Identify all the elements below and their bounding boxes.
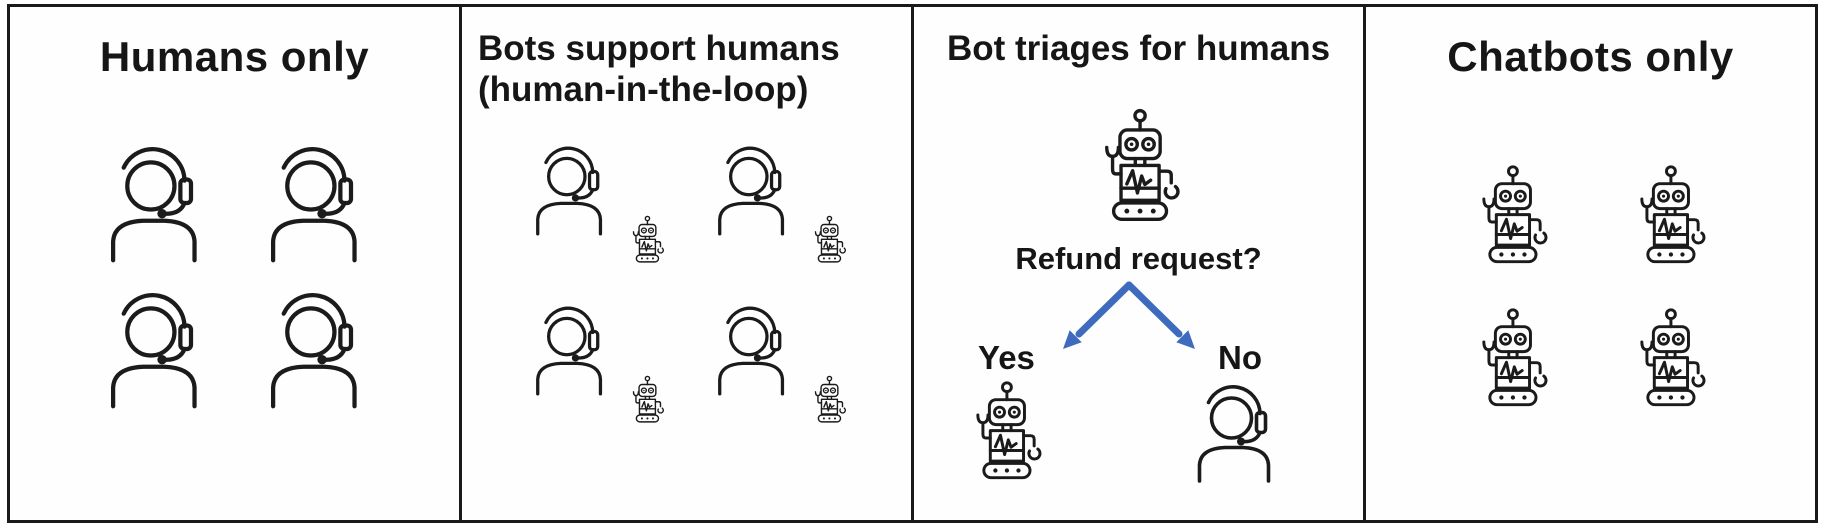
human-agent-icon [702, 122, 802, 262]
robot-icon [624, 206, 670, 274]
robot-icon [806, 366, 852, 434]
human-bot-pair [702, 282, 854, 434]
panel-title: Bot triages for humans [946, 29, 1331, 68]
panel-title: Chatbots only [1447, 33, 1734, 80]
triage-robot-icon [1084, 103, 1194, 231]
human-agent-icon [86, 147, 224, 265]
no-label: No [1218, 339, 1262, 376]
panel-bot-triages: Bot triages for humans Refund request? Y… [911, 7, 1363, 520]
robot-icon [1622, 296, 1718, 422]
robot-icon [1464, 153, 1560, 279]
human-agent-icon [86, 293, 224, 411]
panel-title-line1: Bots support humans [478, 29, 840, 68]
robot-icon [1622, 153, 1718, 279]
robot-icon [1464, 296, 1560, 422]
panel-chatbots-only: Chatbots only [1363, 7, 1815, 520]
human-agent-icon [246, 147, 384, 265]
panel-humans-only: Humans only [10, 7, 459, 520]
human-agent-icon [520, 282, 620, 422]
robot-icon [958, 369, 1054, 495]
yes-label: Yes [978, 339, 1035, 376]
robot-icon [624, 366, 670, 434]
human-agent-icon [246, 293, 384, 411]
panel-title-line2: (human-in-the-loop) [478, 69, 809, 109]
panel-title: Humans only [99, 33, 370, 80]
human-agent-icon [702, 282, 802, 422]
human-bot-pair [520, 282, 672, 434]
diagram-frame: Humans only Bots support humans (human-i… [7, 4, 1818, 523]
chatbots-grid [1366, 153, 1815, 422]
panel-bots-support-humans: Bots support humans (human-in-the-loop) [459, 7, 911, 520]
human-agent-icon [1180, 379, 1290, 491]
triage-question: Refund request? [1015, 241, 1262, 276]
robot-icon [806, 206, 852, 274]
human-agent-icon [520, 122, 620, 262]
human-bot-pairs-grid [462, 122, 911, 434]
human-bot-pair [702, 122, 854, 274]
split-arrows-icon [1063, 281, 1195, 349]
human-bot-pair [520, 122, 672, 274]
panel-title: Bots support humans (human-in-the-loop) [462, 29, 911, 110]
human-agents-grid [10, 147, 459, 411]
